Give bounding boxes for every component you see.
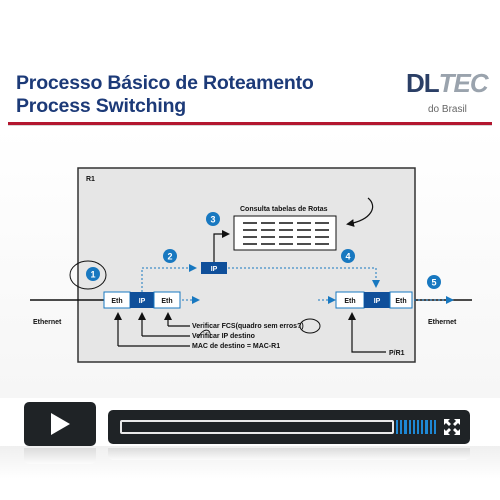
pointer-arrow [346,197,374,227]
step-2-marker [163,249,177,263]
frame-in-ip [130,292,154,308]
frame-in-cell-3: Eth [161,298,172,305]
progress-bar[interactable] [120,420,394,434]
mac-dest-note: MAC de destino = MAC-R1 [192,343,280,350]
flow-to-ip [141,264,197,292]
ip-box [201,262,227,274]
play-button[interactable] [24,402,96,446]
step-4-marker [341,249,355,263]
step-2-label: 2 [167,252,172,262]
slide-title: Processo Básico de Roteamento [16,72,314,94]
frame-out-ip [364,292,390,308]
step-3-marker [206,212,220,226]
ethernet-label-right: Ethernet [428,319,457,326]
out-interface-note: P/R1 [389,350,405,357]
check-fcs-note: Verificar FCS(quadro sem erros?) [192,323,304,330]
video-player-controls [0,398,500,458]
ip-highlight-mark [197,329,211,339]
step-3-label: 3 [210,215,215,225]
step-5-marker [427,275,441,289]
logo-subtitle: do Brasil [428,104,467,115]
router-box [77,167,416,363]
play-button-reflection [24,448,96,464]
volume-bars-icon[interactable] [396,420,437,434]
logo-tec-text: TEC [438,68,489,98]
leader-out-interface [348,312,386,353]
player-reflection [0,446,500,500]
step-5-label: 5 [431,278,436,288]
frame-in-cell-1: Eth [111,298,122,305]
step-1-marker [86,267,100,281]
title-divider-shadow [8,125,492,126]
slide-subtitle: Process Switching [16,95,186,117]
frame-out-cell-2: IP [374,298,381,305]
route-table [233,215,337,251]
frame-in-cell-2: IP [139,298,146,305]
control-bar [108,410,470,444]
step-4-label: 4 [345,252,350,262]
control-bar-reflection [108,448,470,460]
fullscreen-icon[interactable] [442,417,462,437]
frame-out-eth-trailer [389,291,413,309]
ethernet-label-left: Ethernet [33,319,62,326]
fcs-highlight-circle [299,318,321,334]
check-ip-note: Verificar IP destino [192,333,255,340]
frame-in-eth-trailer [153,291,181,309]
logo-dl-text: DL [406,68,440,98]
router-label: R1 [86,176,95,183]
highlight-circle [69,260,107,290]
route-table-label: Consulta tabelas de Rotas [240,206,328,213]
flow-to-output [228,267,380,288]
play-icon [51,413,70,435]
title-divider [8,122,492,125]
ip-box-label: IP [211,266,218,273]
step-1-label: 1 [90,270,95,280]
frame-out-cell-1: Eth [344,298,355,305]
lookup-arrow [213,230,230,262]
frame-out-cell-3: Eth [395,298,406,305]
dltec-logo: DLTEC do Brasil [406,68,490,120]
